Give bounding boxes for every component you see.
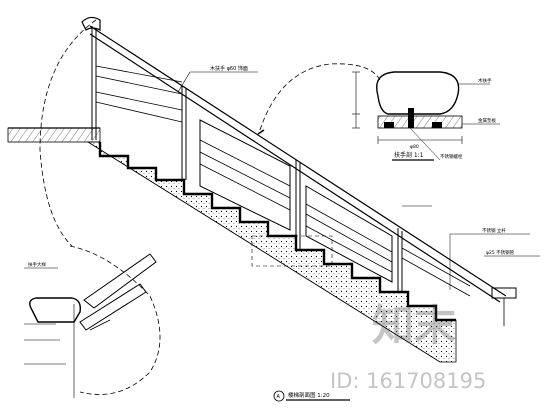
elevation-title: 楼梯剖面图 1:20: [288, 391, 330, 399]
elevation-title-block: A 楼梯剖面图 1:20: [273, 390, 350, 402]
section-title: 扶手剖 1:1: [394, 151, 424, 159]
section-note-right: 不锈钢螺栓: [440, 153, 463, 160]
handrail: [81, 16, 517, 326]
watermark: 知末 ID: 161708195: [330, 301, 486, 393]
rail-note-text: 木扶手 φ60 饰面: [210, 65, 248, 72]
section-note-mid: 金属垫板: [478, 117, 496, 124]
section-cut-line: [39, 19, 381, 267]
post-spec: φ25 不锈钢管: [486, 249, 515, 256]
handrail-section-detail: 木扶手 金属垫板 不锈钢螺栓 φ80 扶手剖 1:1: [352, 71, 500, 161]
section-note-top: 木扶手: [478, 77, 492, 84]
detail-note: 扶手大样: [28, 261, 46, 268]
post-annotations: 不锈钢 立杆 φ25 不锈钢管: [402, 205, 540, 290]
post-note: 不锈钢 立杆: [482, 227, 506, 234]
watermark-logo: 知末: [372, 301, 456, 350]
section-dim: φ80: [410, 144, 419, 150]
elevation-marker: A: [277, 394, 281, 400]
watermark-id: ID: 161708195: [330, 369, 486, 393]
balustrade: [91, 26, 471, 297]
rail-note: 木扶手 φ60 饰面: [177, 65, 258, 93]
handrail-enlarged-detail: 扶手大样: [24, 245, 161, 398]
upper-landing-slab: [7, 127, 101, 143]
